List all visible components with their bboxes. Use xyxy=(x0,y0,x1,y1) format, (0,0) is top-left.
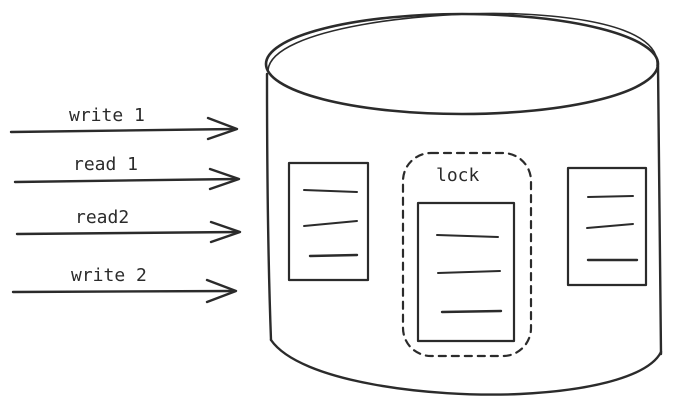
record-left-frame xyxy=(287,161,370,282)
arrow-read-1-head xyxy=(208,167,241,191)
cylinder-top-sketch-stroke xyxy=(267,12,658,71)
record-right-frame xyxy=(566,166,648,287)
arrow-write-1-head xyxy=(206,116,239,141)
request-arrows: write 1 read 1 read2 write 2 xyxy=(9,105,242,304)
lock-label: lock xyxy=(436,165,480,186)
record-right-line-1 xyxy=(587,195,634,198)
cylinder-bottom-curve xyxy=(269,338,663,396)
record-locked-frame xyxy=(416,201,516,343)
arrow-read-1-shaft xyxy=(13,177,239,184)
arrow-write-2-label: write 2 xyxy=(71,265,147,286)
arrow-read2-label: read2 xyxy=(75,207,129,228)
arrow-write-1: write 1 xyxy=(9,105,239,141)
arrow-write-1-label: write 1 xyxy=(69,105,145,126)
lock-region: lock xyxy=(401,151,533,358)
arrow-read-1: read 1 xyxy=(13,154,241,191)
record-right-line-2 xyxy=(586,223,634,229)
record-locked-line-2 xyxy=(437,270,501,274)
database-cylinder xyxy=(264,12,663,396)
record-left-line-1 xyxy=(303,189,358,193)
lock-dashed-boundary xyxy=(401,151,533,358)
arrow-read-1-label: read 1 xyxy=(73,154,138,175)
cylinder-left-side xyxy=(265,72,273,342)
record-left-line-2 xyxy=(303,220,358,227)
arrow-read2: read2 xyxy=(15,207,242,244)
arrow-read2-shaft xyxy=(15,230,240,236)
record-right xyxy=(566,166,648,287)
record-left xyxy=(287,161,370,282)
arrow-write-2: write 2 xyxy=(11,265,238,304)
record-locked-line-3 xyxy=(440,309,503,314)
cylinder-right-side xyxy=(656,64,663,356)
record-left-line-3 xyxy=(308,253,359,258)
arrow-write-2-shaft xyxy=(11,289,236,294)
arrow-write-1-shaft xyxy=(9,127,237,134)
arrow-write-2-head xyxy=(205,278,238,304)
cylinder-top-ellipse xyxy=(264,12,660,116)
arrow-read2-head xyxy=(209,220,242,244)
record-locked-line-1 xyxy=(436,234,499,238)
